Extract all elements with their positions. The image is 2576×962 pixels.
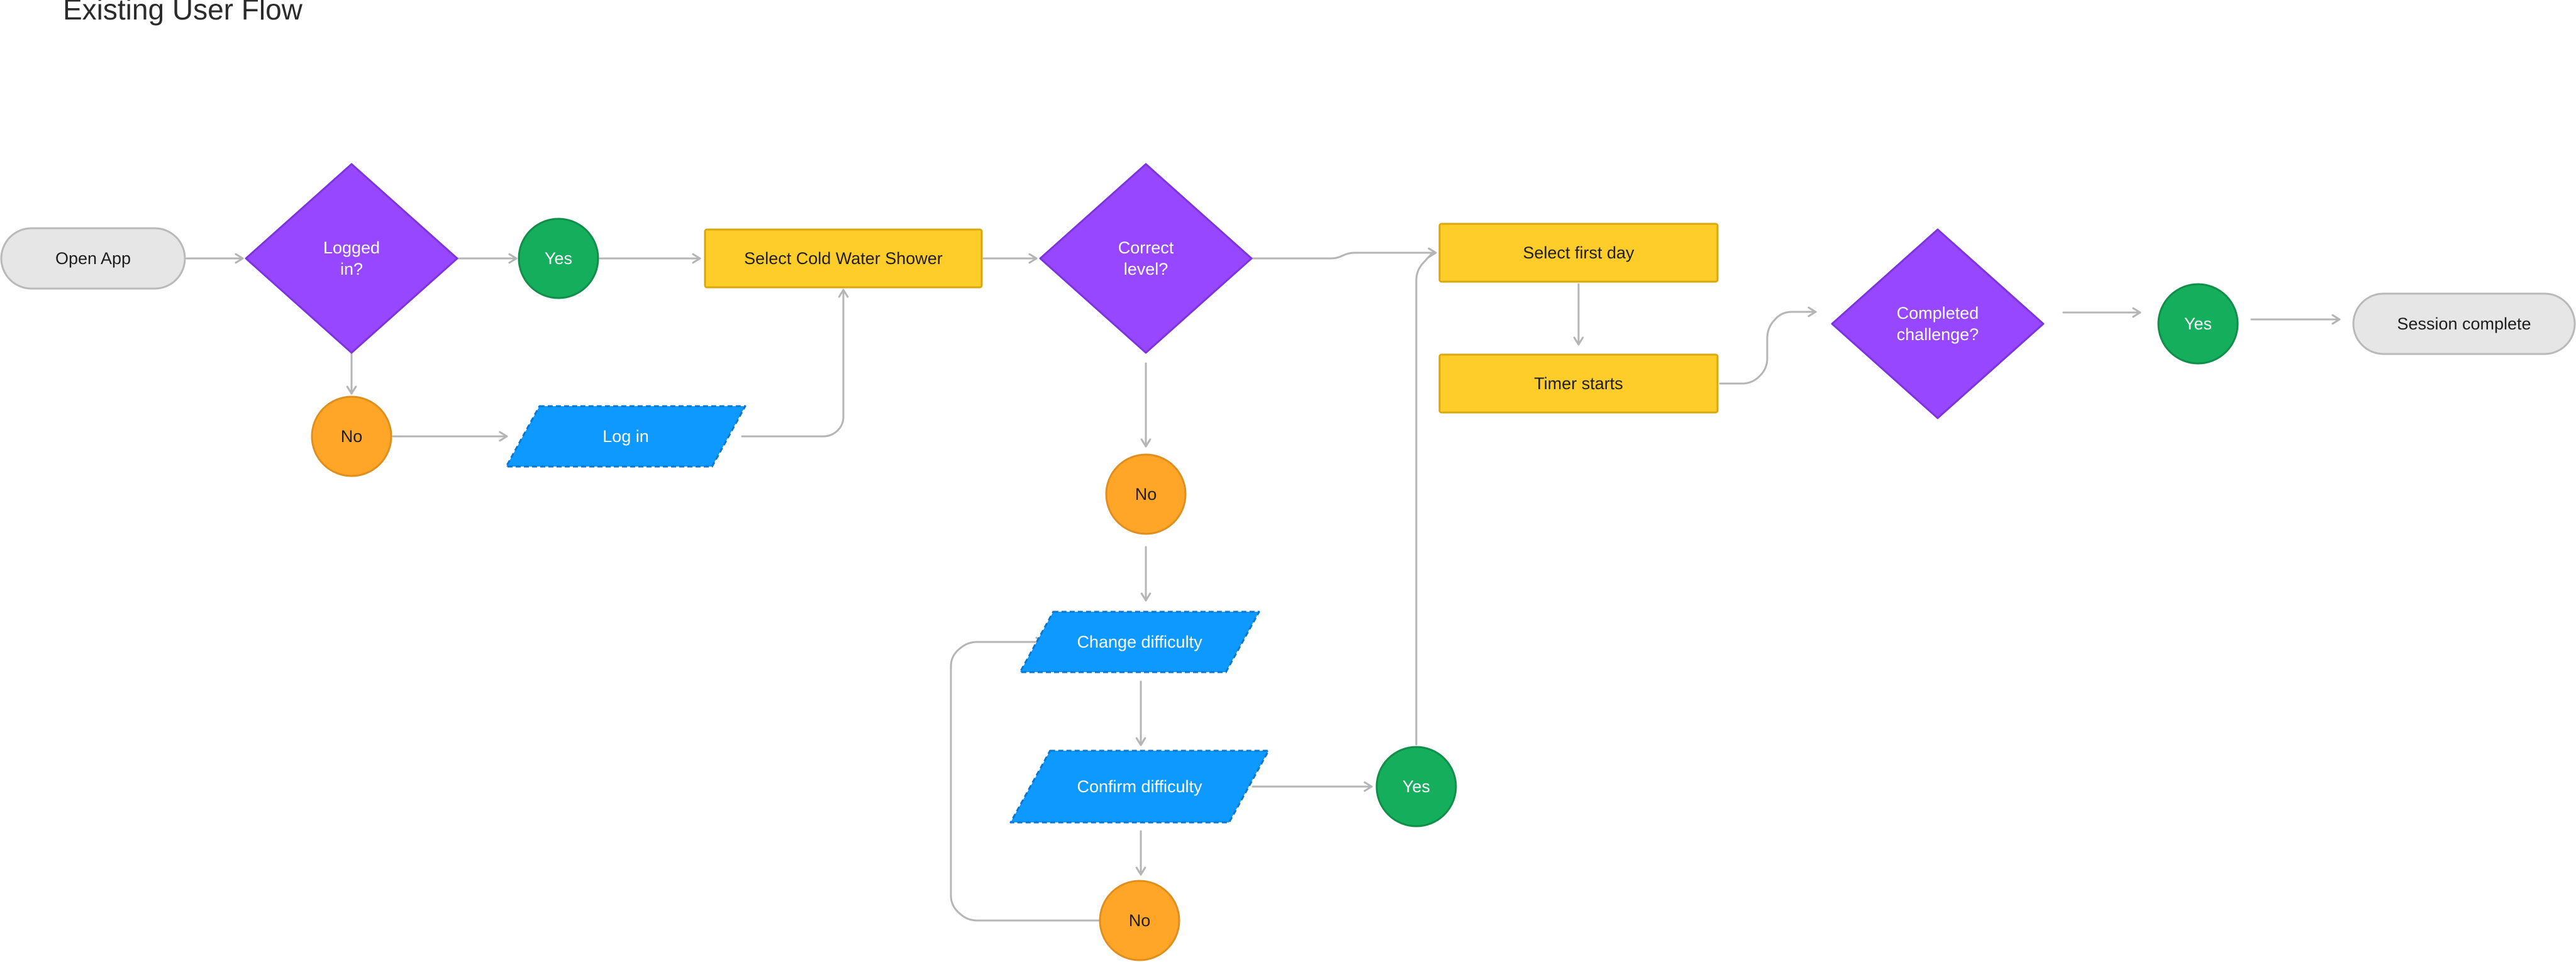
arrowhead-icon [1028, 253, 1038, 264]
arrowhead-icon [1573, 336, 1584, 346]
no-level-circle-shape [1105, 453, 1187, 535]
timer-starts-label: Timer starts [1534, 374, 1623, 393]
arrowhead-icon [692, 253, 701, 264]
connector-select-shower-to-correct-level [982, 253, 1038, 264]
yes-logged-in-yes: Yes [518, 218, 599, 299]
yes-logged-in-label: Yes [545, 249, 572, 268]
change-difficulty-parallelogram-shape [1019, 611, 1260, 673]
connector-confirm-difficulty-to-no-confirm [1135, 830, 1146, 876]
no-logged-in-label: No [341, 427, 363, 446]
select-shower-label: Select Cold Water Shower [744, 249, 943, 268]
arrowhead-icon [838, 289, 849, 298]
connector-correct-level-to-select-first-day [1251, 247, 1437, 260]
connector-confirm-difficulty-to-yes-confirm [1252, 781, 1373, 792]
change-difficulty-label: Change difficulty [1077, 633, 1202, 651]
yes-confirm-circle-shape [1375, 746, 1457, 827]
confirm-difficulty-label: Confirm difficulty [1077, 777, 1202, 796]
connector-yes-logged-in-to-select-shower [599, 253, 701, 264]
connector-completed-challenge-to-yes-completed [2062, 307, 2141, 318]
confirm-difficulty-parallelogram-shape [1009, 749, 1270, 824]
connector-yes-completed-to-session-complete [2250, 314, 2341, 325]
page-title: Existing User Flow [63, 0, 303, 26]
arrowhead-icon [508, 253, 518, 264]
session-complete-terminal: Session complete [2352, 292, 2576, 355]
log-in-label: Log in [602, 427, 649, 446]
arrowhead-icon [1363, 781, 1373, 792]
select-first-day-process: Select first day [1438, 223, 1719, 283]
yes-completed-label: Yes [2184, 314, 2212, 333]
no-confirm-circle-shape [1099, 880, 1180, 961]
yes-confirm-yes: Yes [1375, 746, 1457, 827]
no-level-label: No [1135, 485, 1157, 504]
select-shower-process: Select Cold Water Shower [704, 228, 983, 289]
no-logged-in-circle-shape [311, 395, 392, 477]
log-in-parallelogram-shape [505, 405, 747, 468]
connector-yes-confirm-to-select-first-day [1415, 247, 1437, 746]
yes-completed-circle-shape [2157, 283, 2239, 365]
connector-select-first-day-to-timer-starts [1573, 283, 1584, 346]
arrowhead-icon [2132, 307, 2141, 318]
arrowhead-icon [1135, 737, 1146, 746]
arrowhead-icon [1140, 438, 1152, 448]
arrowhead-icon [1428, 247, 1437, 258]
correct-level-diamond-shape [1039, 163, 1253, 354]
connector-correct-level-to-no-level [1140, 362, 1152, 448]
yes-completed-yes: Yes [2157, 283, 2239, 365]
open-app-label: Open App [55, 249, 131, 268]
open-app-terminal: Open App [0, 227, 186, 290]
connector-layer [186, 247, 2341, 922]
timer-starts-rect-shape [1438, 353, 1719, 414]
connector-open-app-to-logged-in [186, 253, 244, 264]
no-level-no: No [1105, 453, 1187, 535]
arrowhead-icon [2331, 314, 2341, 325]
no-logged-in-no: No [311, 395, 392, 477]
session-complete-label: Session complete [2397, 314, 2531, 333]
confirm-difficulty-io: Confirm difficulty [1009, 749, 1270, 824]
select-shower-rect-shape [704, 228, 983, 289]
timer-starts-process: Timer starts [1438, 353, 1719, 414]
connector-logged-in-to-yes-logged-in [457, 253, 518, 264]
no-confirm-label: No [1129, 911, 1151, 930]
completed-challenge-diamond-shape [1831, 228, 2045, 419]
arrowhead-icon [499, 431, 508, 442]
arrowhead-icon [1807, 306, 1817, 318]
yes-confirm-label: Yes [1402, 777, 1430, 796]
session-complete-terminal-shape [2352, 292, 2576, 355]
connector-change-difficulty-to-confirm-difficulty [1135, 680, 1146, 746]
arrowhead-icon [1140, 592, 1152, 602]
change-difficulty-io: Change difficulty [1019, 611, 1260, 673]
logged-in-diamond-shape [245, 163, 458, 354]
connector-log-in-to-select-shower [741, 289, 849, 438]
connector-timer-starts-to-completed-challenge [1719, 306, 1817, 385]
connector-logged-in-to-no-logged-in [346, 353, 357, 395]
arrowhead-icon [235, 253, 244, 264]
yes-logged-in-circle-shape [518, 218, 599, 299]
log-in-io: Log in [505, 405, 747, 468]
connector-no-level-to-change-difficulty [1140, 546, 1152, 602]
no-confirm-no: No [1099, 880, 1180, 961]
open-app-terminal-shape [0, 227, 186, 290]
select-first-day-rect-shape [1438, 223, 1719, 283]
arrowhead-icon [346, 385, 357, 395]
connector-no-logged-in-to-log-in [392, 431, 508, 442]
arrowhead-icon [1135, 866, 1146, 876]
select-first-day-label: Select first day [1523, 243, 1635, 262]
